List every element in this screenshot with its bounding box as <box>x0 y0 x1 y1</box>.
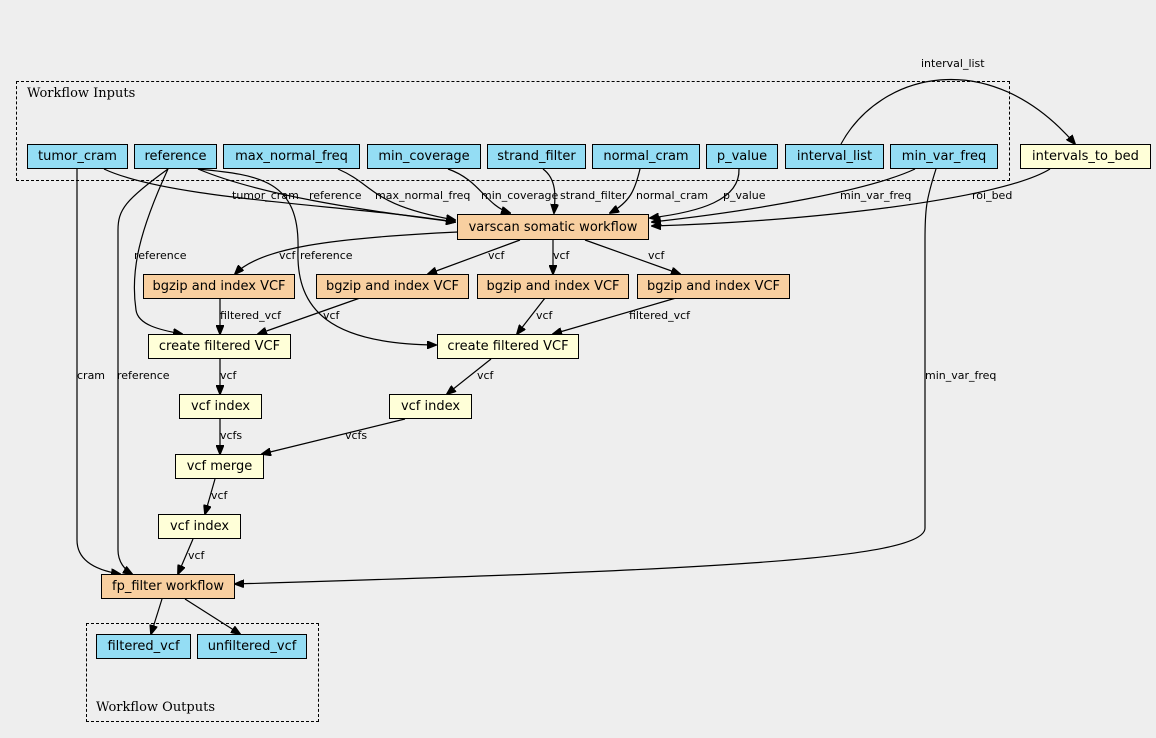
edge-label-strand-filter: strand_filter <box>560 189 627 202</box>
edge-label-ref-fp: reference <box>117 369 170 382</box>
edge-filtered-vcf-2 <box>553 297 677 334</box>
edge-min-var-freq <box>652 168 916 222</box>
output-filtered-vcf[interactable]: filtered_vcf <box>96 634 191 659</box>
step-vcf-merge[interactable]: vcf merge <box>175 454 264 479</box>
edge-vcf-h <box>447 358 492 394</box>
edge-label-vcf-c: vcf <box>553 249 571 262</box>
edge-out-unfiltered <box>184 598 240 634</box>
workflow-inputs-cluster <box>16 81 1010 181</box>
input-strand-filter[interactable]: strand_filter <box>487 144 586 169</box>
edge-p-value <box>650 168 740 218</box>
workflow-outputs-label: Workflow Outputs <box>96 700 215 715</box>
step-vcf-index-1[interactable]: vcf index <box>179 394 262 419</box>
input-p-value[interactable]: p_value <box>706 144 778 169</box>
edge-label-min-var-freq: min_var_freq <box>840 189 911 202</box>
edge-label-normal-cram: normal_cram <box>636 189 708 202</box>
step-fp-filter-workflow[interactable]: fp_filter workflow <box>101 574 235 599</box>
edge-label-filtered-vcf-2: filtered_vcf <box>629 309 691 322</box>
edge-vcf-d <box>584 239 680 274</box>
edge-label-filtered-vcf-1: filtered_vcf <box>220 309 282 322</box>
edge-ref-filter2 <box>197 168 436 345</box>
edge-roi-bed <box>652 168 1051 226</box>
edge-label-vcfs-2: vcfs <box>345 429 367 442</box>
step-vcf-index-2[interactable]: vcf index <box>389 394 472 419</box>
edge-vcf-a <box>235 231 459 274</box>
edge-label-min-coverage: min_coverage <box>481 189 559 202</box>
input-normal-cram[interactable]: normal_cram <box>592 144 700 169</box>
edge-min-var-freq-fp <box>235 168 937 584</box>
edge-label-vcfs-1: vcfs <box>220 429 242 442</box>
step-intervals-to-bed[interactable]: intervals_to_bed <box>1020 144 1151 169</box>
edge-vcf-j <box>178 538 194 574</box>
edge-label-tumor-cram: tumor_cram <box>232 189 299 202</box>
input-reference[interactable]: reference <box>134 144 217 169</box>
edge-label-vcf-d: vcf <box>648 249 666 262</box>
edge-max-normal-freq <box>337 168 455 220</box>
edge-vcf-e <box>258 297 361 334</box>
step-vcf-index-3[interactable]: vcf index <box>158 514 241 539</box>
step-bgzip-index-vcf-1[interactable]: bgzip and index VCF <box>143 274 295 299</box>
edge-normal-cram <box>610 168 641 213</box>
edge-label-vcf-g: vcf <box>220 369 238 382</box>
step-bgzip-index-vcf-3[interactable]: bgzip and index VCF <box>477 274 629 299</box>
edge-vcf-i <box>205 478 216 514</box>
input-min-coverage[interactable]: min_coverage <box>367 144 481 169</box>
step-bgzip-index-vcf-2[interactable]: bgzip and index VCF <box>316 274 469 299</box>
edge-label-interval-list: interval_list <box>921 57 985 70</box>
output-unfiltered-vcf[interactable]: unfiltered_vcf <box>197 634 307 659</box>
edge-vcf-f <box>517 297 546 334</box>
edge-label-ref-filter2: reference <box>300 249 353 262</box>
edge-ref-filter1 <box>133 168 182 334</box>
edge-label-vcf-a: vcf <box>279 249 297 262</box>
edge-vcf-b <box>428 239 521 274</box>
edge-label-roi-bed: roi_bed <box>972 189 1012 202</box>
edge-reference <box>197 168 455 222</box>
step-create-filtered-vcf-1[interactable]: create filtered VCF <box>148 334 291 359</box>
edge-label-p-value: p_value <box>723 189 766 202</box>
edge-label-vcf-h: vcf <box>477 369 495 382</box>
edge-label-vcf-i: vcf <box>211 489 229 502</box>
workflow-outputs-cluster <box>86 623 319 722</box>
edge-min-coverage <box>447 168 510 213</box>
edge-interval-list <box>840 78 1075 144</box>
step-varscan-somatic-workflow[interactable]: varscan somatic workflow <box>457 214 649 240</box>
input-interval-list[interactable]: interval_list <box>785 144 884 169</box>
input-min-var-freq[interactable]: min_var_freq <box>890 144 998 169</box>
edge-label-reference: reference <box>309 189 362 202</box>
edge-label-min-var-freq-fp: min_var_freq <box>925 369 996 382</box>
edge-label-max-normal-freq: max_normal_freq <box>375 189 470 202</box>
edge-out-filtered <box>151 598 163 634</box>
edge-label-ref-filter1: reference <box>134 249 187 262</box>
step-create-filtered-vcf-2[interactable]: create filtered VCF <box>437 334 579 359</box>
edge-strand-filter <box>542 168 555 213</box>
input-max-normal-freq[interactable]: max_normal_freq <box>223 144 360 169</box>
edge-label-vcf-b: vcf <box>488 249 506 262</box>
edge-label-vcf-j: vcf <box>188 549 206 562</box>
edge-ref-fp <box>117 168 169 574</box>
edge-label-vcf-f: vcf <box>536 309 554 322</box>
workflow-inputs-label: Workflow Inputs <box>27 86 136 101</box>
edge-label-vcf-e: vcf <box>323 309 341 322</box>
input-tumor-cram[interactable]: tumor_cram <box>27 144 128 169</box>
step-bgzip-index-vcf-4[interactable]: bgzip and index VCF <box>637 274 790 299</box>
edge-cram <box>76 169 120 574</box>
edge-vcfs-2 <box>262 418 406 454</box>
edge-label-cram: cram <box>77 369 105 382</box>
